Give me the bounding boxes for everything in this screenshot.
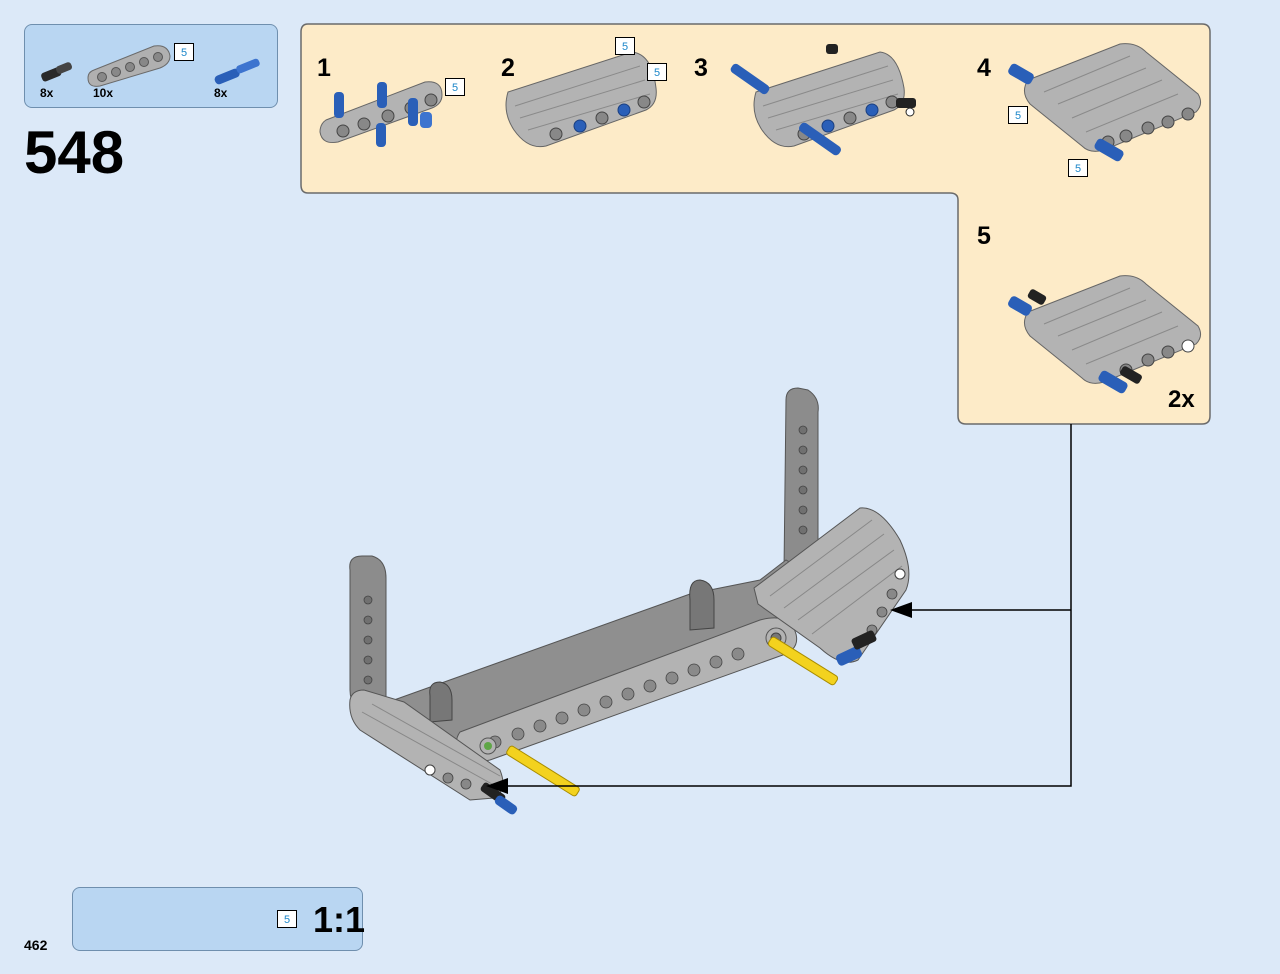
sub-step-label-2: 2 [501, 54, 515, 82]
parts-qty-blue-axle-pin: 8x [214, 86, 228, 100]
blue-axle-pin-icon [214, 58, 260, 85]
sub-step-4-length-tag: 5 [1068, 159, 1088, 177]
sub-step-4-length-tag: 5 [1008, 106, 1028, 124]
sub-step-3-illustration [730, 44, 916, 156]
parts-qty-gray-beam: 10x [93, 86, 114, 100]
step-number: 548 [24, 119, 125, 186]
arrow-head-icon [486, 778, 508, 794]
black-pin-icon [41, 62, 73, 82]
scale-label: 1:1 [313, 899, 366, 940]
main-assembly-illustration [349, 387, 910, 815]
sub-step-label-1: 1 [317, 54, 331, 82]
page-number: 462 [24, 937, 48, 953]
sub-step-1-illustration [319, 81, 443, 147]
callout-arrows [506, 424, 1072, 787]
gray-beam-5-icon [87, 45, 171, 87]
scale-length-tag: 5 [277, 910, 297, 928]
sub-step-4-illustration [1008, 43, 1202, 162]
sub-step-2-length-tag: 5 [647, 63, 667, 81]
parts-qty-black-pin: 8x [40, 86, 54, 100]
sub-step-1-length-tag: 5 [445, 78, 465, 96]
sub-step-5-illustration [1008, 275, 1202, 394]
arrow-head-icon [890, 602, 912, 618]
sub-assembly-multiplier: 2x [1168, 386, 1195, 413]
parts-length-tag: 5 [174, 43, 194, 61]
sub-step-label-3: 3 [694, 54, 708, 82]
sub-step-label-5: 5 [977, 222, 991, 250]
scale-reference-panel [72, 887, 363, 951]
sub-step-label-4: 4 [977, 54, 991, 82]
sub-step-2-length-tag: 5 [615, 37, 635, 55]
